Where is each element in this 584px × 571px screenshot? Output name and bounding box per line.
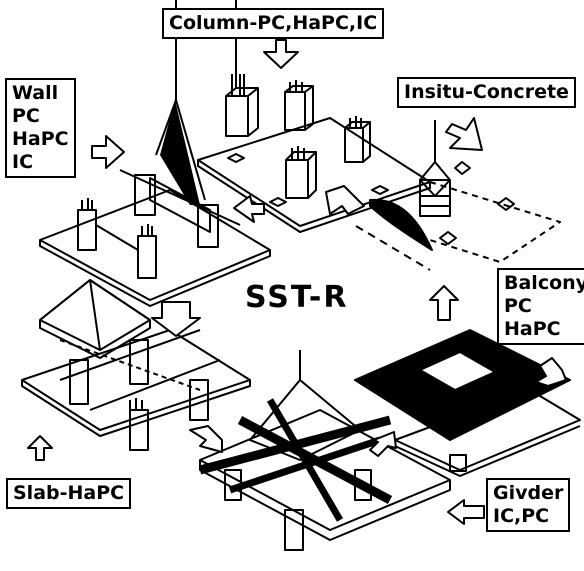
arrow-wall [92, 136, 124, 168]
insitu-concrete-station [420, 120, 560, 262]
girder-label: Givder IC,PC [486, 478, 570, 532]
insitu-label-text: Insitu-Concrete [404, 81, 569, 104]
slab-station [22, 280, 250, 450]
insitu-label: Insitu-Concrete [397, 77, 576, 108]
arrow-up-balcony [430, 286, 458, 320]
balcony-station [355, 330, 580, 476]
balcony-label-line: HaPC [504, 318, 584, 341]
arrow-left-upper-2 [326, 186, 364, 214]
wall-label-line: Wall [12, 82, 69, 105]
arrow-down-column [264, 40, 298, 68]
diagram-title: SST-R [245, 280, 348, 315]
balcony-label-line: PC [504, 295, 584, 318]
wall-label-line: IC [12, 151, 69, 174]
arrow-down-slab [152, 302, 200, 336]
balcony-label-line: Balcony [504, 272, 584, 295]
column-label-text: Column-PC,HaPC,IC [169, 12, 377, 35]
wall-label: Wall PC HaPC IC [5, 78, 76, 178]
arrow-up-slab [28, 436, 52, 460]
girder-label-line: Givder [493, 482, 563, 505]
arrow-slab-to-girder [190, 426, 222, 452]
concrete-pour-mark [370, 200, 432, 250]
girder-label-line: IC,PC [493, 505, 563, 528]
wall-label-line: PC [12, 105, 69, 128]
wall-label-line: HaPC [12, 128, 69, 151]
column-label: Column-PC,HaPC,IC [162, 8, 384, 39]
slab-label-text: Slab-HaPC [13, 482, 124, 505]
arrow-insitu [446, 118, 482, 150]
arrow-girder-left [448, 500, 484, 524]
slab-label: Slab-HaPC [6, 478, 131, 509]
balcony-label: Balcony PC HaPC [497, 268, 584, 345]
